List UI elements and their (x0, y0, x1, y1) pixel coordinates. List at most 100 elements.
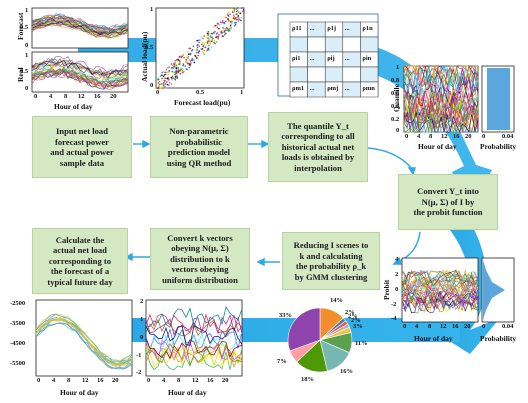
scatter-point (211, 33, 214, 35)
scatter-point (170, 63, 173, 65)
pie-label: 14% (330, 297, 343, 304)
matrix-cell (289, 66, 308, 83)
scatter-point (171, 70, 174, 73)
scatter-point (241, 7, 243, 9)
tl-ytick-a: 1 (25, 7, 29, 14)
scatter-point (223, 15, 225, 18)
scatter-point (235, 16, 237, 19)
series-line (403, 67, 479, 97)
scatter-point (176, 75, 178, 77)
scatter-point (202, 37, 204, 40)
pie-label: 2% (348, 313, 358, 320)
r-ytick-0: -2500 (10, 300, 26, 307)
pie-label: 2% (345, 309, 355, 316)
scatter-point (187, 50, 189, 53)
scatter-point (166, 83, 169, 86)
series-line (403, 65, 479, 94)
scatter-point (212, 25, 215, 28)
scatter-point (198, 50, 201, 52)
r-xtick-0: 0 (37, 377, 41, 384)
top-left-xlabel: Hour of day (54, 102, 93, 111)
scatter-point (212, 37, 214, 40)
matrix-cell-label: ... (344, 55, 350, 62)
scatter-point (175, 64, 178, 66)
m-ytick-0: 2 (140, 298, 144, 305)
scatter-point (206, 49, 209, 51)
scatter-xlabel: Forecast load(pu) (174, 98, 231, 107)
matrix-cell (307, 36, 326, 53)
scatter-point (181, 53, 184, 56)
scatter-point (159, 75, 162, 78)
pie-label: 18% (301, 376, 314, 383)
sc-xtick-1: 0.5 (196, 89, 205, 96)
sc-ytick-0: 1 (150, 6, 154, 13)
scatter-point (188, 64, 191, 66)
scatter-point (185, 60, 187, 63)
g-ptick-0: 0 (482, 323, 486, 330)
series-line (403, 65, 478, 84)
scatter-point (227, 18, 229, 20)
scatter-point (188, 66, 190, 69)
m-xtick-5: 20 (222, 377, 229, 384)
scatter-point (193, 59, 195, 61)
scatter-point (237, 16, 239, 18)
g-ytick-1: 2 (395, 271, 399, 278)
scatter-point (230, 23, 232, 26)
scatter-point (196, 46, 199, 49)
r-xtick-1: 4 (52, 377, 56, 384)
scatter-point (220, 30, 223, 32)
tl-xtick-4: 16 (94, 93, 101, 100)
tl-ytick-f: 0 (25, 85, 29, 92)
matrix-cell-label: ... (344, 25, 350, 32)
series-line (145, 314, 243, 336)
scatter-point (228, 28, 230, 31)
step-qr-model: Non-parametric probabilistic prediction … (150, 116, 248, 178)
scatter-point (207, 30, 210, 33)
scatter-point (210, 32, 213, 35)
scatter-point (220, 21, 223, 24)
pie-label: 2% (351, 317, 361, 324)
matrix-cell (360, 81, 379, 98)
matrix-cell-label: ... (309, 25, 315, 32)
series-line (403, 86, 479, 120)
series-line (145, 324, 243, 346)
step-probit: Convert Y_t into N(μ, Σ) of I by the pro… (398, 174, 498, 230)
series-line (31, 69, 129, 89)
matrix-cell-label: ρm1 (292, 85, 305, 92)
scatter-point (161, 77, 163, 80)
scatter-point (162, 70, 165, 73)
q-ytick-3: 0.4 (391, 103, 400, 110)
q-xtick-2: 8 (429, 133, 433, 140)
q-xtick-0: 0 (405, 133, 409, 140)
q-ytick-1: 0.8 (391, 77, 400, 84)
scatter-point (205, 36, 208, 38)
scatter-point (236, 13, 238, 16)
sc-ytick-2: 0 (150, 82, 154, 89)
series-line (31, 21, 129, 38)
series-line (401, 269, 479, 286)
series-line (31, 69, 129, 89)
series-line (145, 344, 243, 367)
probit-prob-label: Probability (480, 334, 517, 343)
scatter-point (223, 34, 226, 36)
scatter-point (236, 9, 239, 12)
scatter-point (188, 62, 190, 65)
scatter-point (211, 36, 213, 38)
series-line (31, 22, 129, 39)
scatter-point (160, 83, 163, 85)
scatter-point (203, 52, 205, 55)
scatter-point (230, 16, 232, 19)
result-line (35, 318, 133, 367)
scatter-point (168, 78, 170, 81)
scatter-point (186, 55, 189, 57)
series-line (401, 276, 479, 294)
scatter-point (216, 24, 218, 27)
series-line (401, 293, 479, 310)
scatter-point (202, 45, 204, 48)
scatter-point (226, 14, 229, 16)
q-xtick-1: 4 (417, 133, 421, 140)
scatter-point (181, 69, 184, 72)
scatter-point (164, 87, 167, 89)
scatter-point (179, 69, 182, 72)
